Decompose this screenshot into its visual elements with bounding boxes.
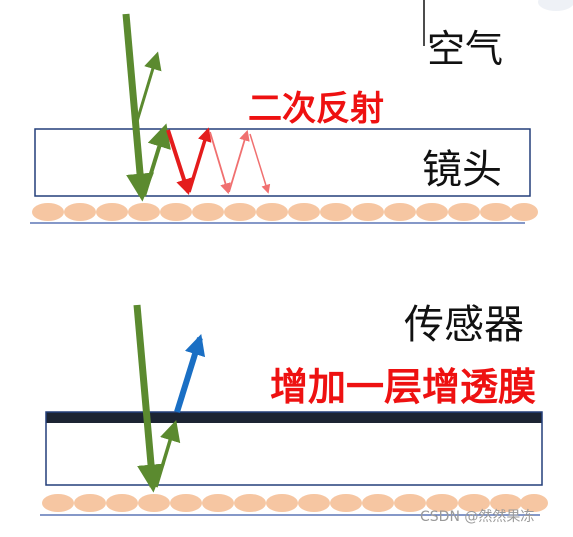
incident-ray-bottom [133, 304, 165, 493]
lens-label: 镜头 [422, 147, 502, 193]
surface-reflection-ray-top [133, 51, 162, 129]
lens-box-top [34, 128, 531, 197]
secondary-reflection-ray-2 [187, 127, 212, 193]
secondary-reflection-label: 二次反射 [248, 89, 384, 129]
secondary-reflection-ray-3 [209, 131, 231, 195]
ar-coating-layer [46, 412, 542, 423]
secondary-reflection-ray-5 [249, 133, 271, 194]
sensor-reflection-ray-top [142, 123, 171, 197]
watermark: CSDN @然然果冻 [420, 509, 535, 525]
sensor-reflection-ray-bottom [154, 419, 181, 488]
sensor-cells-top [32, 203, 538, 221]
secondary-reflection-ray-4 [228, 129, 250, 193]
air-label: 空气 [427, 27, 504, 71]
incident-ray-top [122, 13, 154, 202]
lens-box-bottom [45, 411, 543, 486]
sensor-label: 传感器 [404, 302, 524, 348]
ar-coating-label: 增加一层增透膜 [270, 365, 537, 409]
transmitted-ray [174, 333, 206, 413]
sensor-cells-bottom [42, 494, 548, 512]
secondary-reflection-ray-1 [166, 129, 192, 196]
corner-decoration [538, 0, 573, 11]
